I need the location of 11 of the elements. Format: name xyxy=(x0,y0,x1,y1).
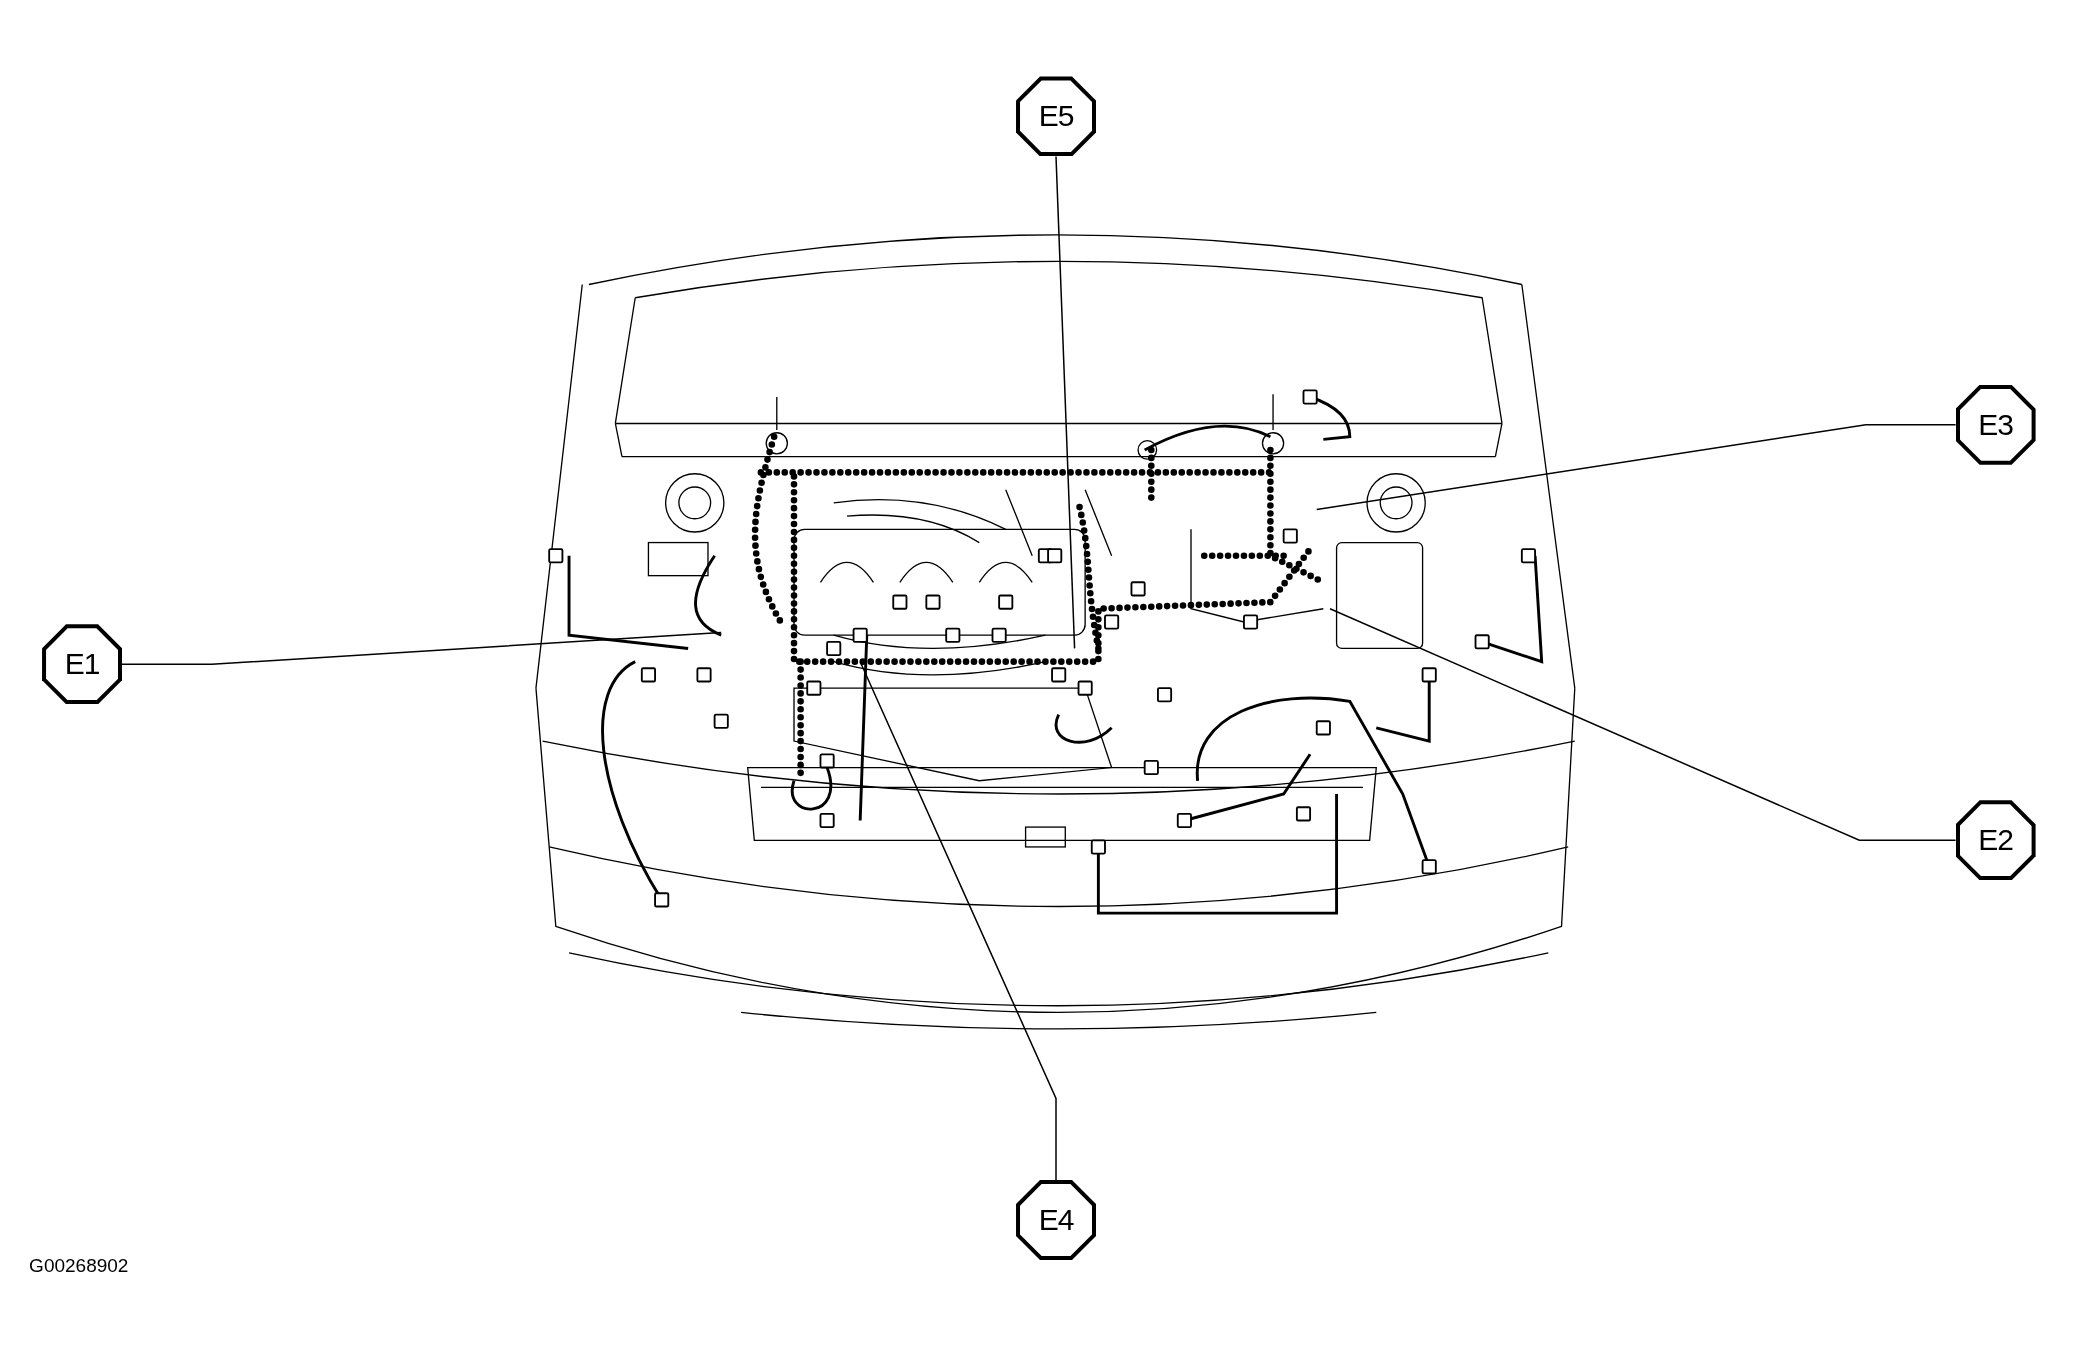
callout-label: E1 xyxy=(64,647,100,682)
figure-code: G00268902 xyxy=(29,1255,129,1278)
leader-line xyxy=(1329,607,1957,842)
callout-label: E5 xyxy=(1038,99,1074,134)
callout-label: E3 xyxy=(1978,407,2013,442)
callout-label: E4 xyxy=(1038,1203,1074,1238)
callout-label: E2 xyxy=(1978,823,2013,858)
leader-line xyxy=(1315,424,1957,511)
leader-line xyxy=(1055,155,1076,650)
leader-line xyxy=(121,631,722,666)
leader-line xyxy=(859,660,1057,1181)
